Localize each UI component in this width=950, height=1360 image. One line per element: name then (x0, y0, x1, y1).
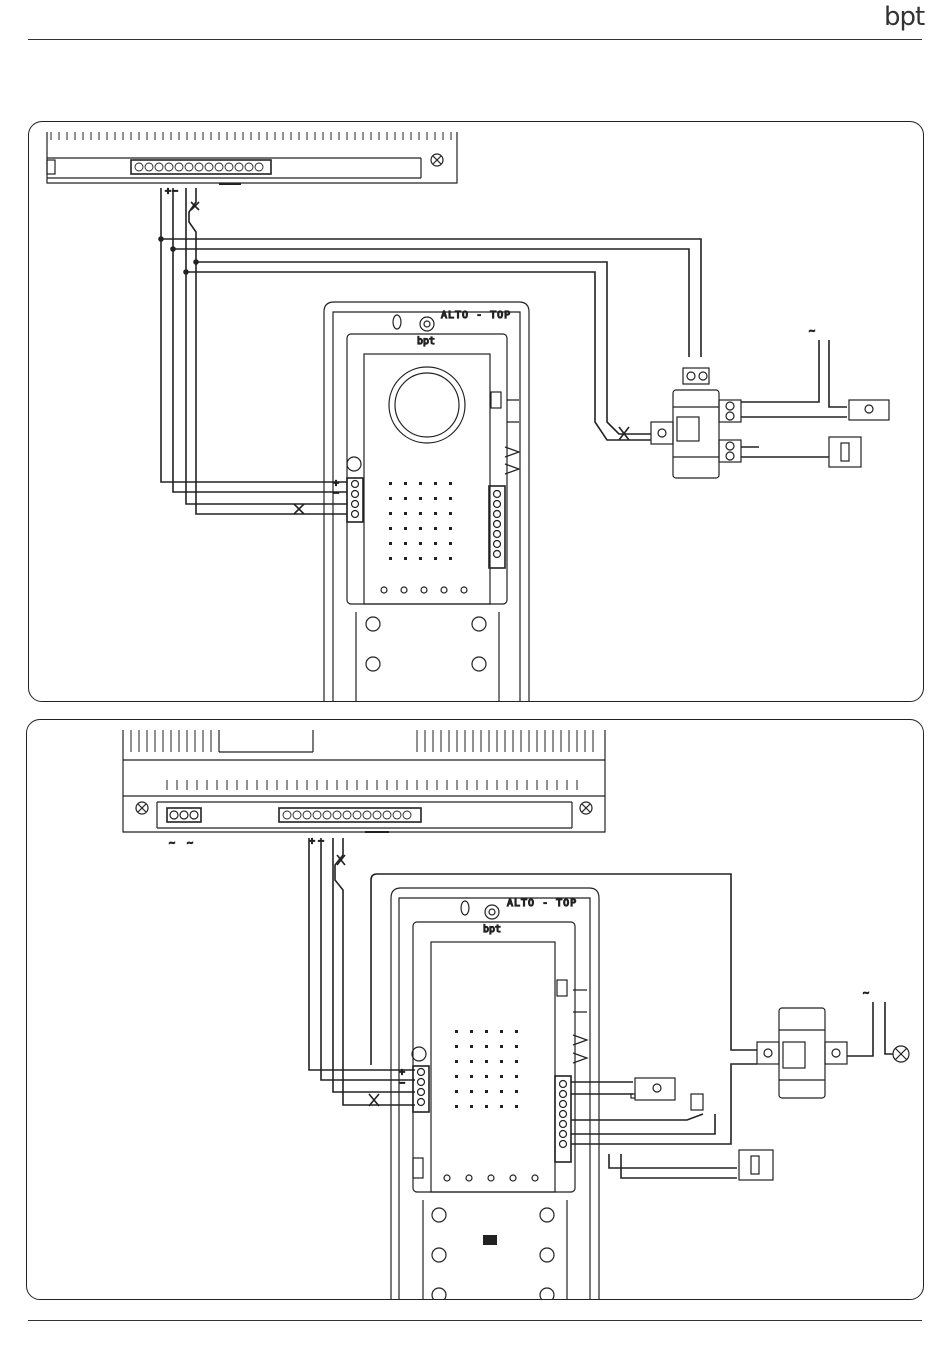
controller-unit (47, 132, 457, 184)
wiring-diagram-1: + − (28, 121, 924, 702)
push-button-icon (739, 1150, 773, 1180)
lock-release-icon (631, 1078, 675, 1100)
panel-top-label: ALTO - TOP (507, 898, 577, 909)
controller-ac-label-1: ~ (169, 838, 175, 849)
push-button-icon (829, 437, 861, 467)
panel-minus-label: − (333, 488, 339, 499)
controller-plus-label: + (309, 836, 315, 847)
header-rule (28, 39, 922, 40)
controller-ac-label-2: ~ (187, 838, 193, 849)
bus-wiring (159, 188, 701, 514)
entrance-panel (324, 302, 529, 701)
panel-logo: bpt (417, 336, 435, 347)
panel-minus-label: − (399, 1078, 405, 1089)
entrance-panel (391, 888, 599, 1299)
lamp-icon (893, 1046, 909, 1062)
footer-rule (28, 1320, 922, 1321)
panel-top-label: ALTO - TOP (441, 310, 511, 321)
controller-plus-label: + (165, 186, 171, 197)
panel-plus-label: + (399, 1067, 405, 1078)
panel-logo: bpt (483, 924, 501, 935)
ac-supply-symbol: ~ (863, 988, 869, 999)
wiring-diagram-2: ~ ~ + − (26, 719, 924, 1300)
power-supply-unit (757, 1008, 847, 1098)
controller-unit (123, 730, 605, 832)
lock-release-icon (849, 400, 889, 420)
bus-wiring (309, 838, 757, 1106)
brand-logo: bpt (884, 2, 924, 32)
switch-icon (691, 1094, 703, 1110)
power-supply-unit (651, 368, 741, 478)
ac-supply-symbol: ~ (809, 326, 815, 337)
